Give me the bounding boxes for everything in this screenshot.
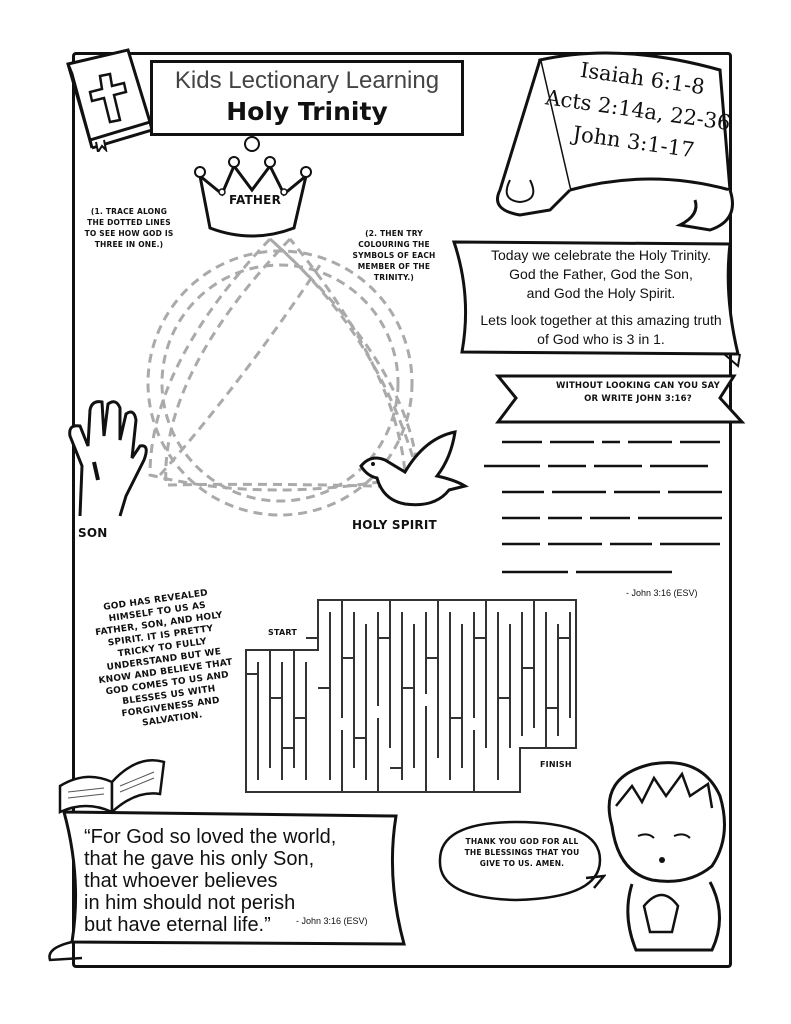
open-bible-icon <box>58 759 166 815</box>
instruction-colour: (2. Then try colouring the symbols of ea… <box>352 229 436 282</box>
son-label: SON <box>78 526 108 540</box>
praying-boy-illustration <box>607 761 726 952</box>
verse-text: “For God so loved the world, that he gav… <box>84 826 337 936</box>
trinity-knot-tracing[interactable] <box>120 225 450 525</box>
verse-banner <box>48 810 406 962</box>
maze-start-label: START <box>268 628 298 637</box>
prayer-text: Thank you God for all the blessings that… <box>464 837 580 868</box>
holy-spirit-label: HOLY SPIRIT <box>352 518 437 532</box>
memory-write-lines[interactable] <box>482 432 732 582</box>
title-box: Kids Lectionary Learning Holy Trinity <box>150 60 464 136</box>
memory-citation: - John 3:16 (ESV) <box>626 588 698 598</box>
hand-icon <box>68 400 148 517</box>
maze-puzzle[interactable] <box>244 598 578 794</box>
intro-text: Today we celebrate the Holy Trinity. God… <box>480 247 722 347</box>
intro-banner <box>451 240 741 368</box>
series-subtitle: Kids Lectionary Learning <box>174 67 440 94</box>
maze-finish-label: FINISH <box>540 760 572 769</box>
bible-cross-icon <box>66 48 154 152</box>
verse-citation: - John 3:16 (ESV) <box>296 916 368 926</box>
scroll-banner <box>496 51 734 232</box>
memory-prompt-banner <box>494 374 746 424</box>
crown-icon <box>194 136 312 238</box>
instruction-trace: (1. Trace along the dotted lines to see … <box>84 207 174 249</box>
explanation-text: God has revealed himself to us as Father… <box>94 588 234 729</box>
speech-bubble <box>438 820 606 902</box>
page-frame <box>72 52 732 968</box>
dove-icon <box>359 430 469 507</box>
page-title: Holy Trinity <box>226 97 388 126</box>
memory-prompt: Without looking can you say or write Joh… <box>556 381 720 404</box>
father-label: FATHER <box>228 193 282 207</box>
